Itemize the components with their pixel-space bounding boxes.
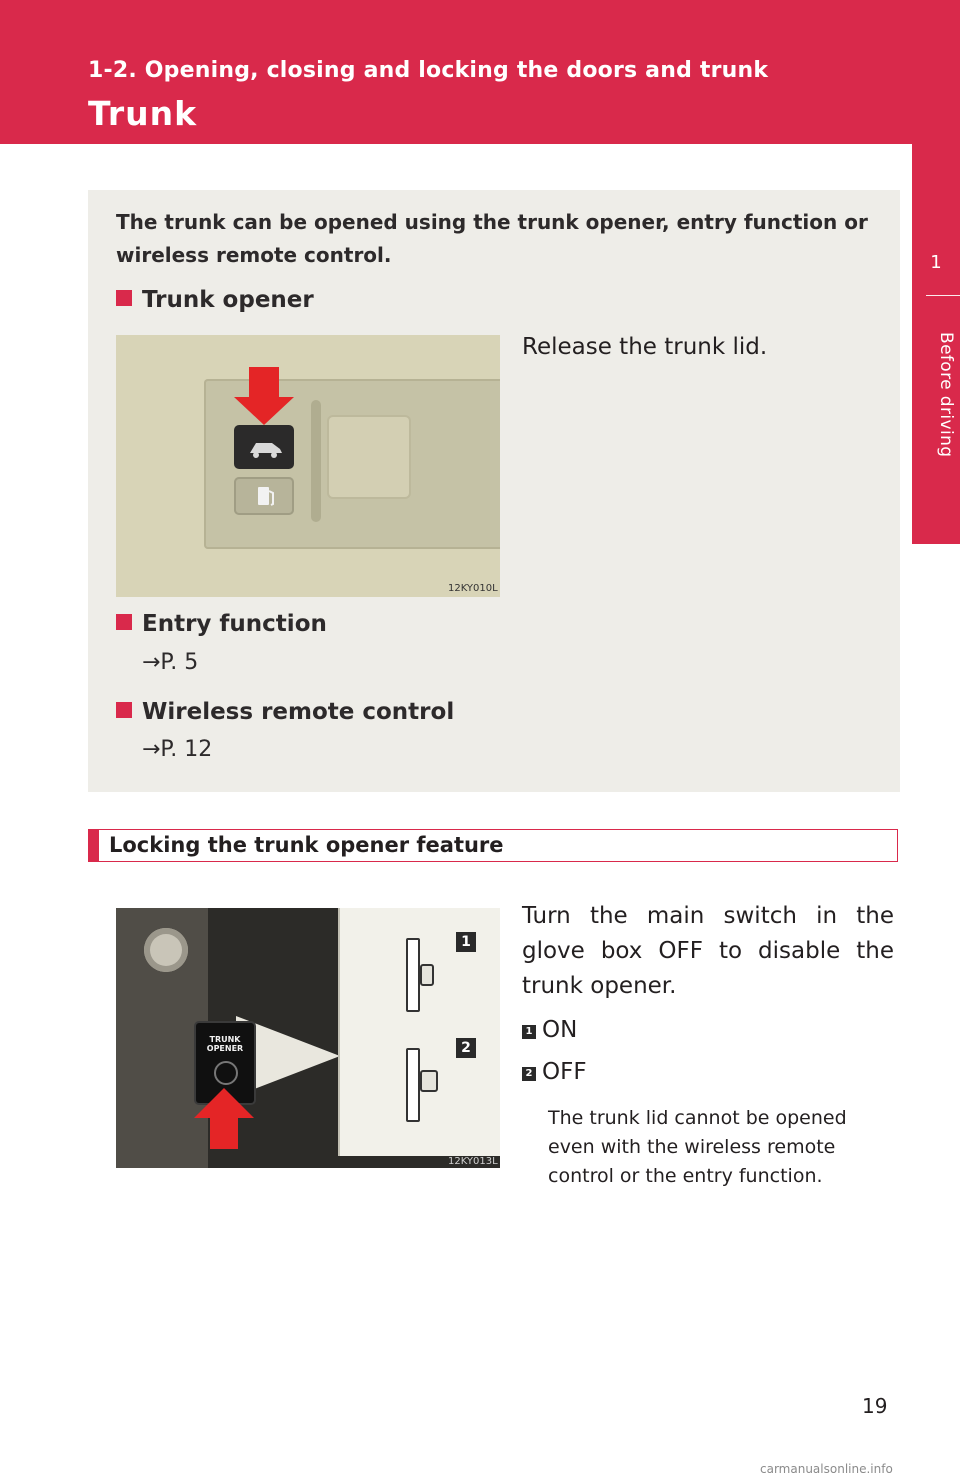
callout-number-2: 2 (456, 1038, 476, 1058)
lock-cylinder (144, 928, 188, 972)
subsection-heading-trunk-opener: Trunk opener (116, 287, 314, 313)
glove-box-switch-photo: TRUNK OPENER 1 2 12KY013L (116, 908, 500, 1168)
off-note: The trunk lid cannot be opened even with… (548, 1107, 847, 1187)
page-title: Trunk (88, 94, 198, 133)
switch-callout: 1 2 (338, 908, 500, 1156)
item-number-2: 2 (522, 1067, 536, 1081)
trunk-button (234, 425, 294, 469)
chapter-header: 1-2. Opening, closing and locking the do… (0, 0, 960, 144)
photo2-code: 12KY013L (448, 1156, 498, 1167)
square-bullet-icon (116, 702, 132, 718)
red-arrow-icon (234, 397, 294, 425)
side-tab-divider (926, 295, 960, 296)
watermark: carmanualsonline.info (760, 1462, 893, 1476)
wireless-remote-ref: →P. 12 (142, 737, 213, 762)
trunk-opener-instruction: Release the trunk lid. (522, 334, 768, 360)
switch-off-knob (420, 1070, 438, 1092)
subsection-heading-entry-function: Entry function (116, 611, 327, 637)
switch-knob (214, 1061, 238, 1085)
section-heading-bar: Locking the trunk opener feature (88, 829, 898, 862)
square-bullet-icon (116, 290, 132, 306)
switch-on-knob (420, 964, 434, 986)
square-bullet-icon (116, 614, 132, 630)
red-arrow-stem (249, 367, 279, 399)
item-number-1: 1 (522, 1025, 536, 1039)
lock-section-instruction: Turn the main switch in the glove box OF… (522, 903, 894, 999)
section-label: 1-2. Opening, closing and locking the do… (88, 58, 769, 83)
side-tab-number: 1 (930, 252, 942, 273)
intro-text: The trunk can be opened using the trunk … (116, 210, 868, 267)
switch-label: TRUNK OPENER (206, 1035, 244, 1053)
switch-on-illustration (406, 938, 420, 1012)
panel-cover (329, 417, 409, 497)
heading-accent (89, 830, 99, 861)
switch-off-illustration (406, 1048, 420, 1122)
entry-function-ref: →P. 5 (142, 650, 199, 675)
callout-number-1: 1 (456, 932, 476, 952)
trunk-opener-photo: 12KY010L (116, 335, 500, 597)
subsection-heading-wireless-remote: Wireless remote control (116, 699, 454, 725)
photo1-code: 12KY010L (448, 583, 498, 594)
page-number: 19 (862, 1394, 888, 1418)
side-tab (912, 144, 960, 544)
red-arrow-stem (210, 1117, 238, 1149)
red-arrow-icon (194, 1088, 254, 1118)
fuel-button (234, 477, 294, 515)
side-tab-label: Before driving (936, 332, 956, 458)
panel-groove (311, 400, 321, 522)
section-heading: Locking the trunk opener feature (109, 833, 504, 857)
